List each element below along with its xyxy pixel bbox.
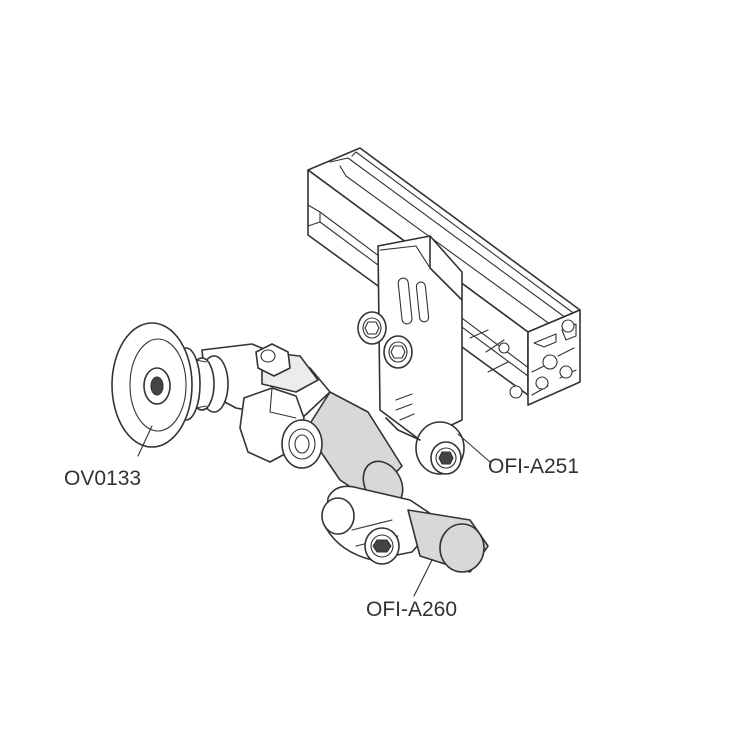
bracket-ofi-a251 xyxy=(357,235,465,475)
vacuum-fitting xyxy=(189,343,331,469)
cap-screw-clamp xyxy=(364,527,400,565)
label-ofi-a251: OFI-A251 xyxy=(488,455,580,478)
clamp-ofi-a260 xyxy=(321,485,441,565)
label-ofi-a260: OFI-A260 xyxy=(366,598,458,621)
leader-ofi-a251 xyxy=(457,433,491,463)
leader-ofi-a260 xyxy=(413,559,433,597)
cap-screw-middle xyxy=(383,335,413,369)
vacuum-cup-ov0133 xyxy=(111,322,201,448)
cap-screw-lower xyxy=(430,441,462,475)
label-ov0133: OV0133 xyxy=(64,467,142,490)
leader-ov0133 xyxy=(137,425,153,457)
cap-screw-upper xyxy=(357,311,387,345)
rod-lower xyxy=(407,509,489,573)
